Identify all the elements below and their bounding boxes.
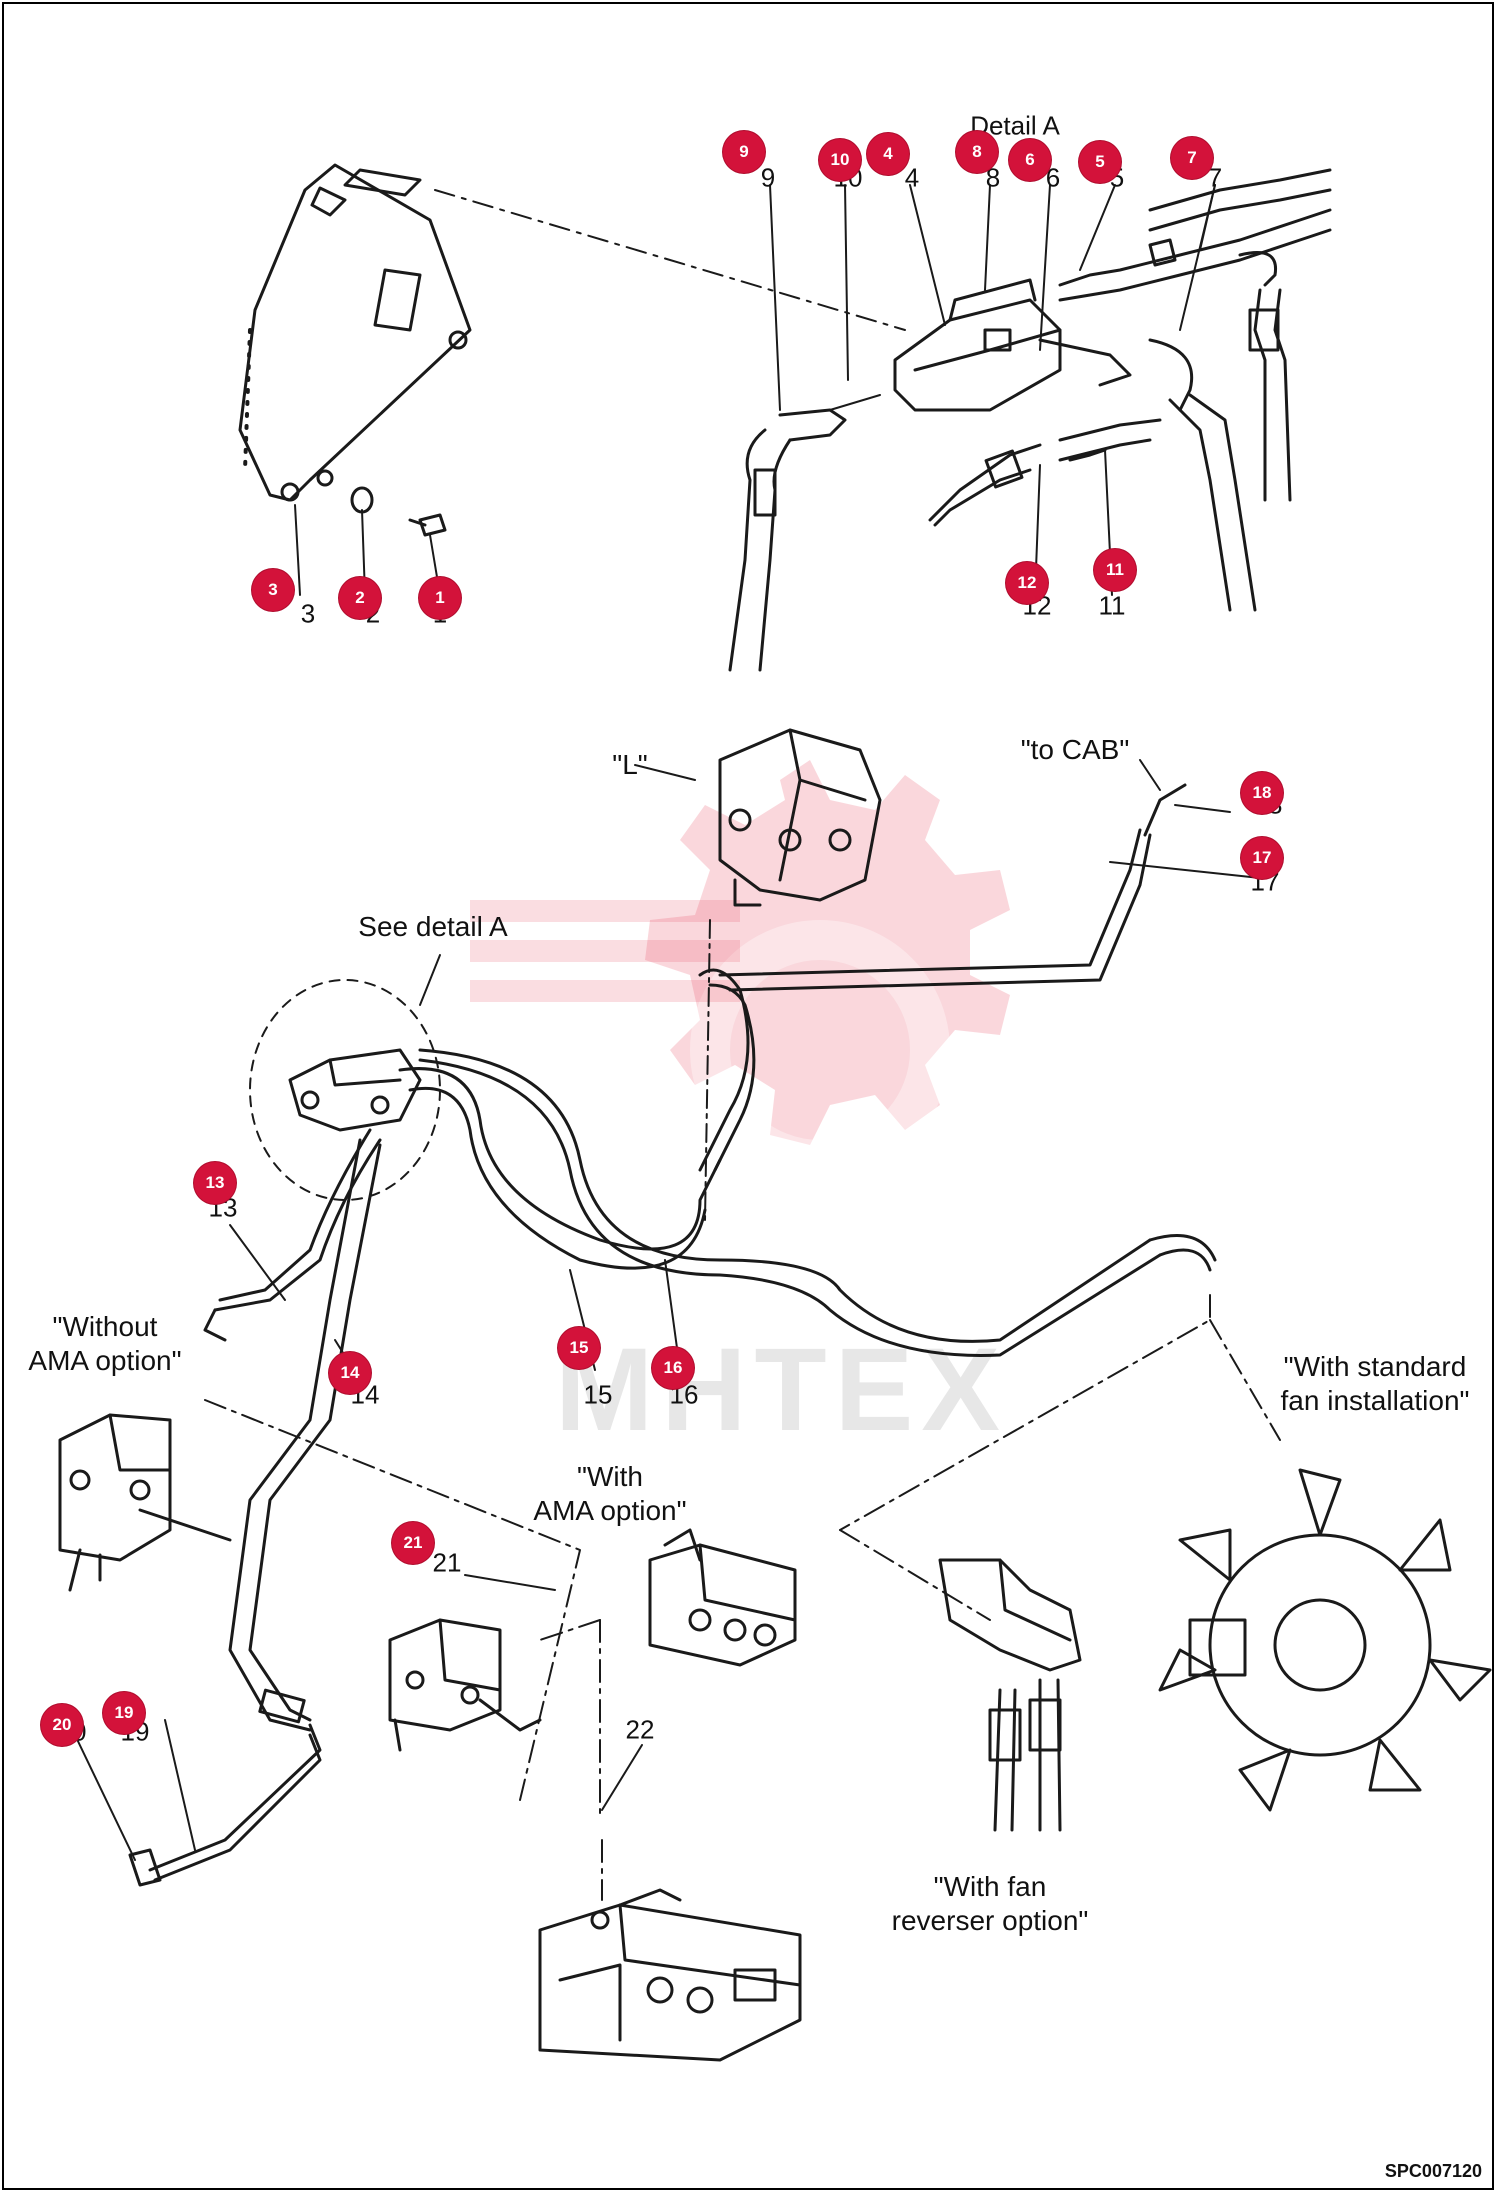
marker-19[interactable]: 19 <box>103 1692 145 1734</box>
marker-20[interactable]: 20 <box>41 1704 83 1746</box>
washer-2 <box>350 486 374 514</box>
marker-18[interactable]: 18 <box>1241 772 1283 814</box>
marker-11[interactable]: 11 <box>1094 549 1136 591</box>
marker-12[interactable]: 12 <box>1006 562 1048 604</box>
note-with-fan-reverser-line1: "With fan <box>933 1871 1047 1902</box>
mounting-plate <box>238 163 472 502</box>
note-with-standard-fan: "With standard fan installation" <box>1281 1350 1470 1418</box>
note-without-ama-line2: AMA option" <box>28 1345 182 1376</box>
part-number-22: 22 <box>625 1714 655 1745</box>
note-with-fan-reverser-line2: reverser option" <box>891 1905 1089 1936</box>
note-with-ama-line2: AMA option" <box>533 1495 687 1526</box>
marker-7[interactable]: 7 <box>1171 137 1213 179</box>
part-number-8: 8 <box>985 162 1001 193</box>
part-number-3: 3 <box>300 598 316 629</box>
valve-without-ama <box>58 1413 232 1592</box>
fan-reverser-block <box>938 1558 1082 1832</box>
part-number-7: 7 <box>1207 162 1223 193</box>
part-number-15: 15 <box>583 1379 613 1410</box>
part-number-6: 6 <box>1045 162 1061 193</box>
marker-10[interactable]: 10 <box>819 139 861 181</box>
note-with-ama: "With AMA option" <box>533 1460 686 1528</box>
note-see-detail-a: See detail A <box>358 911 508 942</box>
marker-2[interactable]: 2 <box>339 577 381 619</box>
detail-a-hoses <box>728 168 1332 672</box>
valve-block-detail-a <box>893 278 1132 412</box>
note-without-ama: "Without AMA option" <box>28 1310 181 1378</box>
marker-16[interactable]: 16 <box>652 1347 694 1389</box>
marker-3[interactable]: 3 <box>252 569 294 611</box>
part-number-4: 4 <box>904 162 920 193</box>
part-number-9: 9 <box>760 162 776 193</box>
note-without-ama-line1: "Without <box>52 1311 158 1342</box>
part-number-21: 21 <box>432 1547 462 1578</box>
marker-17[interactable]: 17 <box>1241 837 1283 879</box>
marker-14[interactable]: 14 <box>329 1352 371 1394</box>
marker-6[interactable]: 6 <box>1009 139 1051 181</box>
note-with-standard-fan-line2: fan installation" <box>1280 1385 1470 1416</box>
fan-assembly <box>1158 1468 1492 1812</box>
marker-15[interactable]: 15 <box>558 1327 600 1369</box>
part-number-11: 11 <box>1098 590 1126 621</box>
note-to-cab: "to CAB" <box>1020 734 1130 765</box>
valve-with-ama <box>648 1528 797 1667</box>
leader-lines <box>74 184 1261 1861</box>
watermark-text: МНТЕХ <box>555 1324 1008 1456</box>
marker-9[interactable]: 9 <box>723 131 765 173</box>
note-with-ama-line1: "With <box>577 1461 643 1492</box>
marker-1[interactable]: 1 <box>419 577 461 619</box>
marker-13[interactable]: 13 <box>194 1162 236 1204</box>
note-with-standard-fan-line1: "With standard <box>1283 1351 1467 1382</box>
bolt-1 <box>408 513 447 537</box>
control-valve-stack <box>538 1888 802 2062</box>
reference-lines <box>204 1294 1281 1901</box>
drawing-code: SPC007120 <box>1384 2161 1482 2181</box>
marker-5[interactable]: 5 <box>1079 141 1121 183</box>
marker-8[interactable]: 8 <box>956 131 998 173</box>
note-with-fan-reverser: "With fan reverser option" <box>892 1870 1089 1938</box>
valve-with-ama-small <box>388 1618 542 1752</box>
main-valve-l <box>718 728 882 907</box>
hose-assembly <box>128 783 1217 1887</box>
note-l-valve: "L" <box>612 749 648 780</box>
marker-4[interactable]: 4 <box>867 133 909 175</box>
marker-21[interactable]: 21 <box>392 1522 434 1564</box>
